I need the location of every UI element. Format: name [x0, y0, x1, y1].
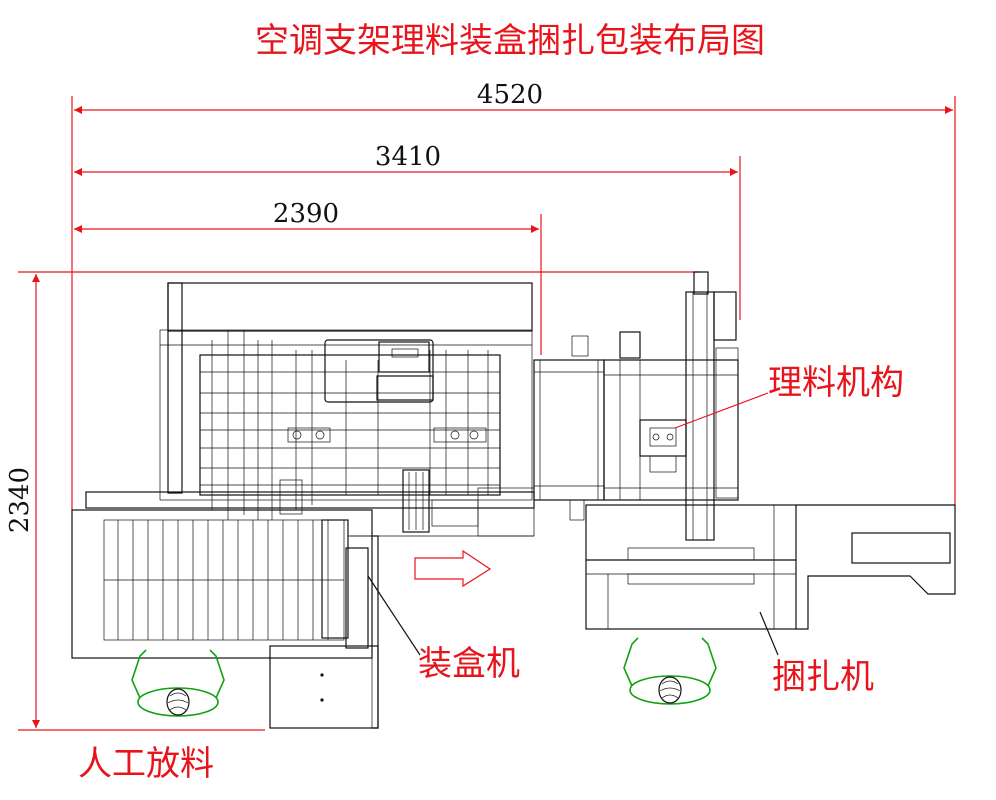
strapping-machine — [585, 504, 956, 630]
label-sorting-mechanism: 理料机构 — [768, 363, 904, 403]
dim-height-value: 2340 — [5, 467, 35, 533]
label-manual-loading: 人工放料 — [78, 744, 214, 784]
leader-sorting — [674, 392, 769, 429]
label-cartoner: 装盒机 — [418, 644, 520, 684]
label-strapping-machine: 捆扎机 — [772, 657, 874, 697]
dim-cartoner-value: 2390 — [273, 199, 339, 229]
sorting-mechanism — [571, 271, 739, 541]
diagram-title: 空调支架理料装盒捆扎包装布局图 — [255, 21, 765, 61]
leader-strapping — [759, 611, 779, 656]
cartoner-machine — [85, 282, 605, 537]
flow-direction-arrow — [414, 549, 492, 588]
dim-overall-value: 4520 — [477, 80, 543, 110]
operator-right-icon — [623, 637, 717, 705]
dim-sorter-value: 3410 — [375, 142, 441, 172]
leader-cartoner — [367, 575, 421, 656]
dimension-lines — [18, 96, 956, 731]
operator-left-icon — [131, 649, 225, 717]
loading-magazine — [71, 509, 379, 729]
